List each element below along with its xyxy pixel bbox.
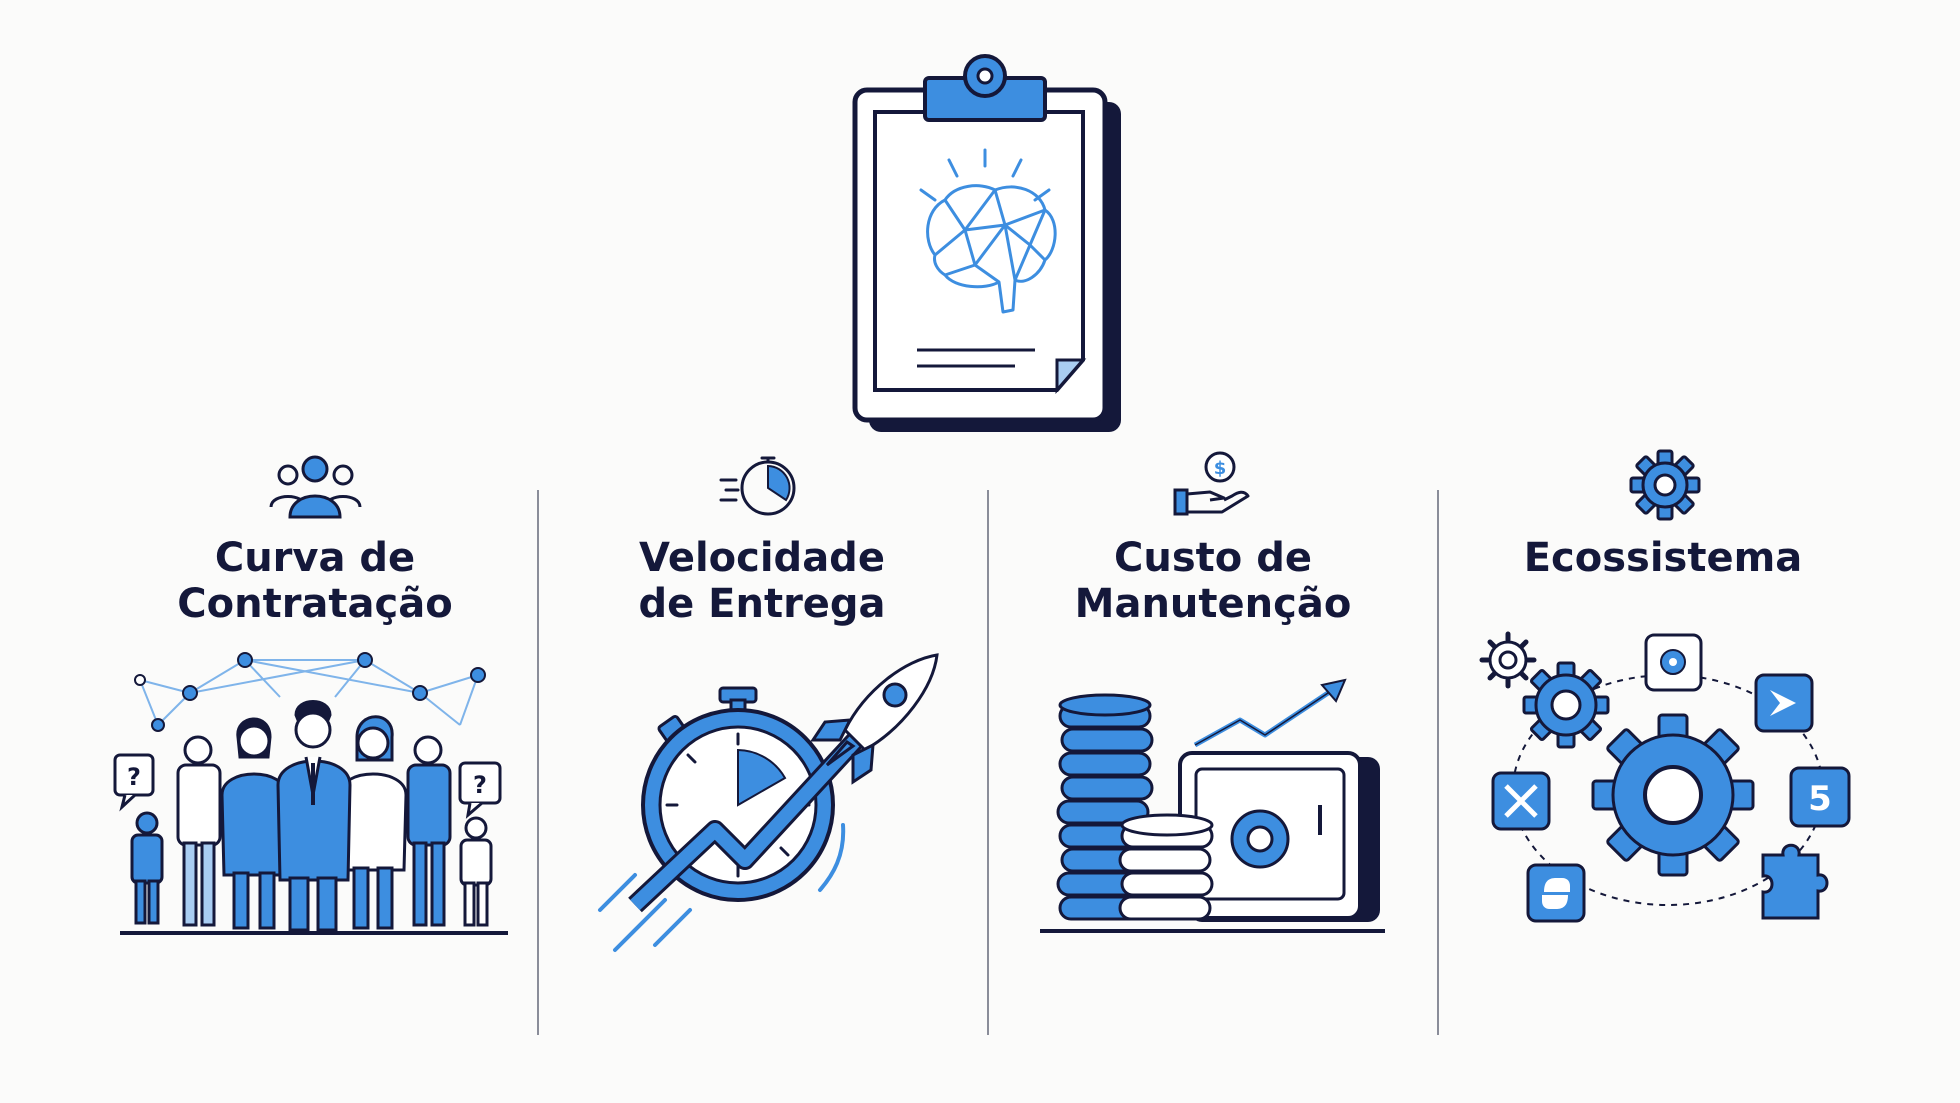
coins-safe-illustration [1040,678,1385,933]
central-gear-icon [1591,713,1755,877]
html5-tile-icon: 5 [1789,766,1851,828]
title-line: Curva de [214,535,416,581]
arrow-tile-icon [1754,673,1814,733]
title-line: Velocidade [639,535,885,581]
gear-tile-icon [1644,633,1703,692]
team-network-illustration: ? ? [113,652,508,935]
medium-gear-icon [1522,661,1610,749]
column-divider [1437,490,1439,1035]
column-divider [537,490,539,1035]
title-line: de Entrega [638,581,886,627]
column-title-maintenance: Custo de Manutenção [1003,535,1423,627]
column-title-ecosystem: Ecossistema [1453,535,1873,581]
svg-text:?: ? [473,771,487,799]
title-line: Ecossistema [1523,535,1803,581]
title-line: Custo de [1114,535,1312,581]
stopwatch-rocket-illustration [598,653,939,952]
svg-text:?: ? [127,763,141,791]
clipboard-brain-icon [852,54,1121,432]
column-title-delivery: Velocidade de Entrega [552,535,972,627]
column-title-hiring: Curva de Contratação [105,535,525,627]
svg-text:$: $ [1214,458,1227,479]
tools-tile-icon [1491,771,1551,831]
gear-icon [1629,449,1701,521]
svg-text:5: 5 [1808,779,1832,819]
puzzle-piece-icon [1761,843,1829,920]
question-bubble-icon: ? [458,761,502,819]
small-gear-icon [1479,631,1537,689]
question-bubble-icon: ? [113,753,155,812]
hand-coin-icon: $ [1173,451,1250,516]
title-line: Manutenção [1074,581,1352,627]
python-tile-icon [1526,863,1586,923]
title-line: Contratação [177,581,453,627]
stopwatch-icon [719,456,796,516]
column-divider [987,490,989,1035]
ecosystem-illustration: 5 [1479,631,1851,923]
people-group-icon [269,455,362,519]
